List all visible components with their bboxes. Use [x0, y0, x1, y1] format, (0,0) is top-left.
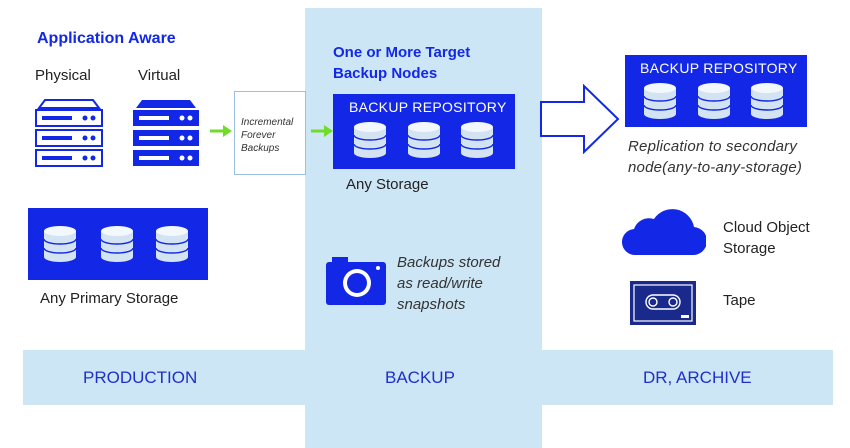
- virtual-server-icon: [133, 100, 199, 166]
- arrow-right-icon: [311, 125, 333, 137]
- snapshot-caption: Backups stored as read/write snapshots: [397, 252, 500, 315]
- database-icon: [460, 122, 494, 158]
- database-icon: [697, 83, 731, 119]
- cloud-icon: [622, 209, 706, 256]
- dr-backup-repository-title: BACKUP REPOSITORY: [640, 60, 798, 76]
- physical-server-icon: [35, 99, 103, 167]
- dr-archive-band-label: DR, ARCHIVE: [643, 368, 752, 387]
- database-icon: [353, 122, 387, 158]
- target-backup-nodes-title: One or More Target Backup Nodes: [333, 42, 470, 84]
- label-line: Cloud Object: [723, 219, 810, 236]
- primary-storage-label: Any Primary Storage: [40, 290, 179, 307]
- caption-line: node(any-to-any-storage): [628, 159, 803, 176]
- incremental-note-line: Incremental: [241, 117, 294, 128]
- caption-line: as read/write: [397, 275, 483, 292]
- database-icon: [100, 226, 134, 262]
- caption-line: Replication to secondary: [628, 138, 798, 155]
- backup-repository-title: BACKUP REPOSITORY: [349, 99, 507, 115]
- replication-arrow-icon: [540, 84, 620, 154]
- database-icon: [155, 226, 189, 262]
- replication-caption: Replication to secondary node(any-to-any…: [628, 136, 802, 178]
- title-line: One or More Target: [333, 44, 471, 61]
- backup-band-label: BACKUP: [385, 368, 455, 387]
- any-storage-label: Any Storage: [346, 176, 429, 193]
- caption-line: snapshots: [397, 296, 466, 313]
- incremental-note-line: Backups: [241, 143, 280, 154]
- application-aware-title: Application Aware: [37, 30, 176, 47]
- label-line: Storage: [723, 240, 776, 257]
- dr-backup-repository-box: BACKUP REPOSITORY: [625, 55, 807, 127]
- tape-label: Tape: [723, 292, 756, 309]
- incremental-note-box: Incremental Forever Backups: [234, 91, 306, 175]
- cloud-storage-label: Cloud Object Storage: [723, 217, 810, 259]
- caption-line: Backups stored: [397, 254, 501, 271]
- camera-icon: [326, 257, 386, 305]
- physical-label: Physical: [35, 67, 91, 84]
- backup-repository-box: BACKUP REPOSITORY: [333, 94, 515, 169]
- database-icon: [643, 83, 677, 119]
- arrow-right-icon: [210, 125, 232, 137]
- tape-icon: [630, 281, 696, 325]
- primary-storage-box: [28, 208, 208, 280]
- title-line: Backup Nodes: [333, 65, 438, 82]
- tier-band: [23, 350, 833, 405]
- database-icon: [750, 83, 784, 119]
- incremental-note-line: Forever: [241, 130, 276, 141]
- database-icon: [407, 122, 441, 158]
- virtual-label: Virtual: [138, 67, 181, 84]
- database-icon: [43, 226, 77, 262]
- production-band-label: PRODUCTION: [83, 368, 198, 387]
